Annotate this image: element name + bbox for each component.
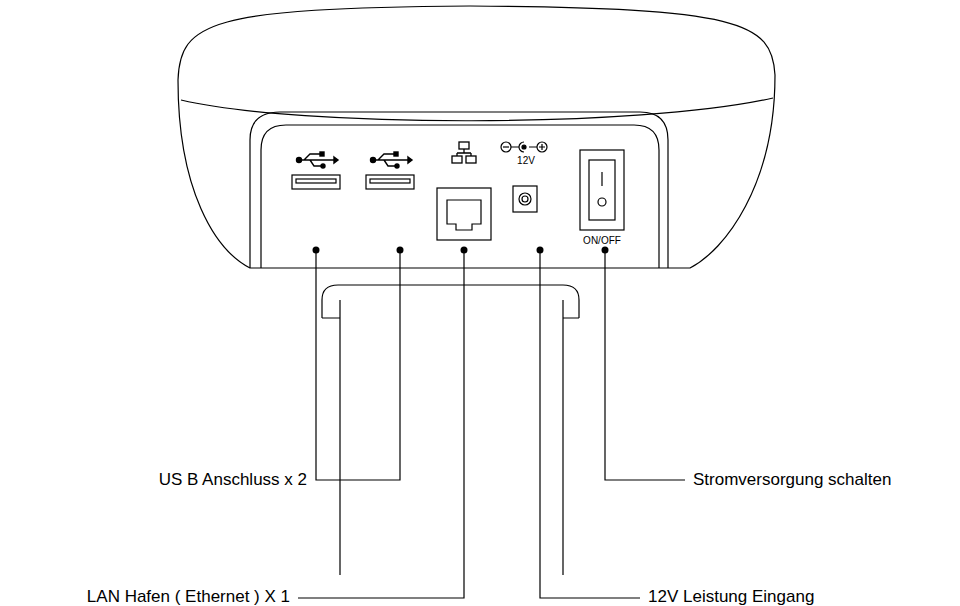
usb-port-tongue xyxy=(370,179,410,183)
dc-jack-hole xyxy=(519,193,531,205)
stand-leg xyxy=(340,300,563,575)
port-marking: 12V xyxy=(517,155,535,166)
leader-dot xyxy=(313,247,609,254)
power-switch-rocker xyxy=(589,160,615,220)
switch-off-mark xyxy=(598,198,606,206)
lan-icon xyxy=(452,142,476,163)
usb-port-tongue xyxy=(296,179,336,183)
dc-jack xyxy=(513,186,537,212)
leader-line xyxy=(605,250,685,480)
callout-label: 12V Leistung Eingang xyxy=(648,588,814,606)
leader-line xyxy=(316,250,400,480)
usb-port xyxy=(292,175,340,189)
lan-jack xyxy=(447,200,481,230)
polarity-symbol xyxy=(501,142,547,152)
power-switch xyxy=(580,150,624,230)
usb-icon xyxy=(371,152,413,168)
stand-left xyxy=(321,300,322,318)
housing-outline xyxy=(178,6,775,268)
panel-inner xyxy=(261,125,659,268)
panel-outer xyxy=(250,112,668,268)
lan-port xyxy=(437,188,491,240)
leader-line xyxy=(540,250,640,598)
usb-icon xyxy=(297,152,339,168)
housing-seam xyxy=(181,98,773,121)
switch-marking: ON/OFF xyxy=(583,235,621,246)
usb-port xyxy=(366,175,414,189)
callout-label: US B Anschluss x 2 xyxy=(159,471,307,490)
callout-label: LAN Hafen ( Ethernet ) X 1 xyxy=(87,588,290,606)
callout-label: Stromversorgung schalten xyxy=(693,471,891,490)
dc-jack-hole xyxy=(522,196,528,202)
switch-on-mark xyxy=(601,172,602,186)
leader-line xyxy=(298,250,464,598)
